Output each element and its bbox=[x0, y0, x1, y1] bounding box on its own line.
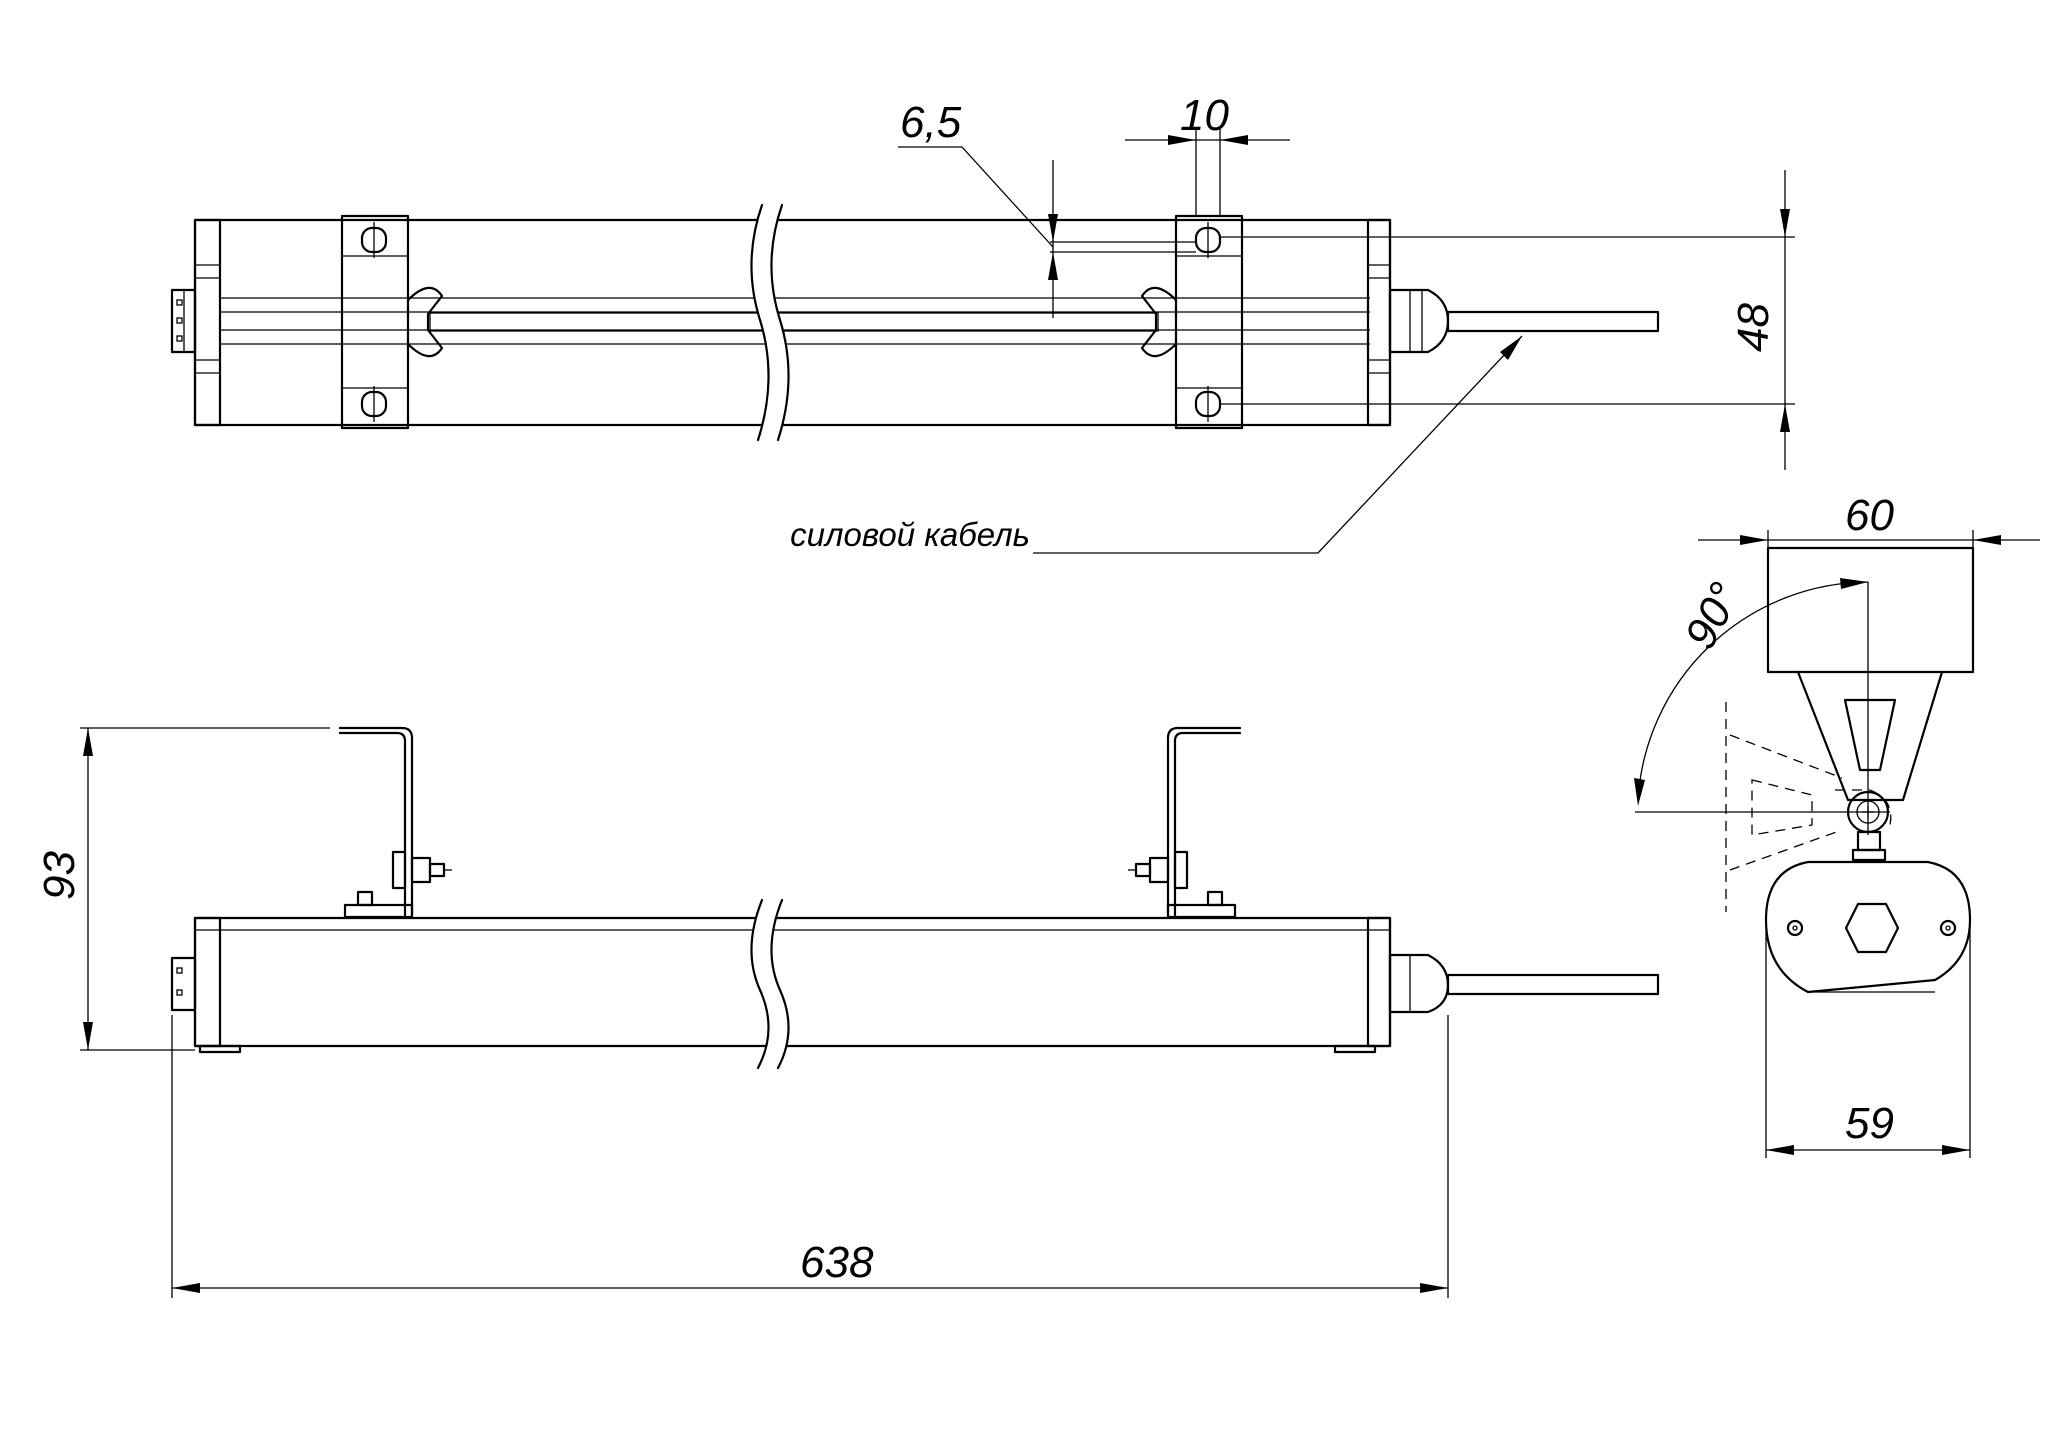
cable-label: силовой кабель bbox=[790, 516, 1030, 553]
side-view bbox=[170, 726, 1660, 1070]
top-view-dimensions: 10 6,5 48 силовой кабель bbox=[790, 91, 1795, 554]
top-view bbox=[170, 203, 1660, 442]
dim-body-width-top: 48 bbox=[1729, 303, 1778, 352]
dim-height-side: 93 bbox=[35, 851, 84, 900]
dim-total-length: 638 bbox=[800, 1238, 874, 1287]
dim-clip-hole: 6,5 bbox=[900, 98, 962, 147]
dim-body-width-end: 59 bbox=[1845, 1099, 1894, 1148]
end-view: 90° bbox=[1634, 546, 1975, 994]
dim-clip-width: 10 bbox=[1180, 91, 1229, 140]
side-view-dimensions: 93 638 bbox=[35, 727, 1449, 1298]
dim-bracket-width: 60 bbox=[1845, 491, 1894, 540]
dim-tilt-angle: 90° bbox=[1676, 575, 1751, 657]
end-view-dimensions: 60 59 bbox=[1698, 491, 2040, 1158]
